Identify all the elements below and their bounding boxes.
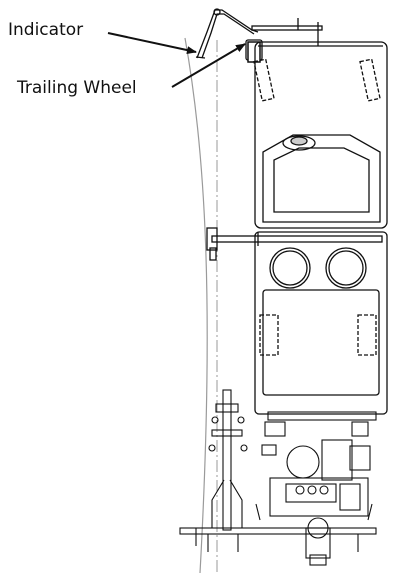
trailing-wheel-label: Trailing Wheel — [17, 78, 137, 98]
trailing-wheel-arrow — [171, 43, 246, 88]
tractor-cab-body — [254, 231, 388, 415]
indicator-arrow — [107, 32, 197, 55]
rear-machinery — [261, 411, 377, 566]
indicator-arm — [195, 8, 323, 61]
trailing-wheel — [247, 41, 261, 63]
left-mast-frame — [179, 389, 377, 552]
crossbar-mirror — [206, 227, 383, 261]
indicator-label: Indicator — [8, 20, 84, 40]
tractor-front-body — [253, 41, 388, 229]
guide-curve-line — [184, 37, 208, 573]
